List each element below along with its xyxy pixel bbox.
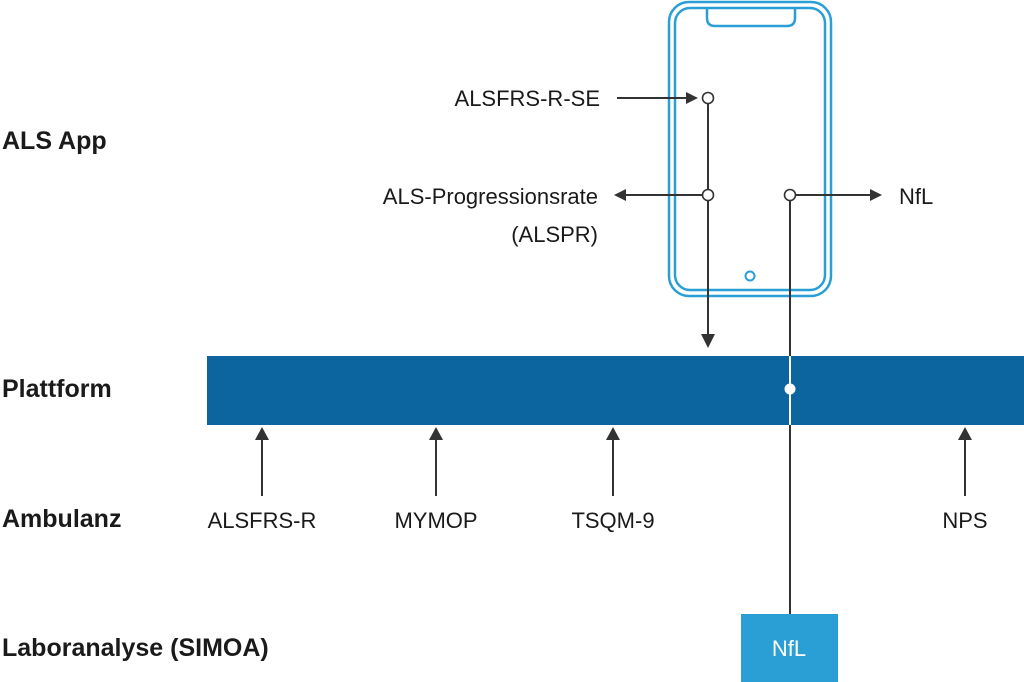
alsfrs-se-arrowhead: [686, 92, 698, 104]
row-label-als-app: ALS App: [2, 127, 107, 155]
alsfrs-se-label: ALSFRS-R-SE: [455, 86, 600, 111]
app-to-platform-arrowhead: [701, 334, 715, 348]
nfl-app-label: NfL: [899, 184, 933, 209]
nfl-app-arrowhead: [870, 189, 882, 201]
ambulanz-arrow-nps: [958, 427, 972, 496]
progression-node: [701, 188, 715, 202]
lab-nfl-box: [741, 614, 838, 682]
ambulanz-label-nps: NPS: [942, 508, 987, 533]
ambulanz-label-mymop: MYMOP: [394, 508, 477, 533]
alsfrs-se-node: [701, 91, 715, 105]
platform-bar: [207, 356, 1024, 425]
progression-arrowhead: [614, 189, 626, 201]
row-label-ambulanz: Ambulanz: [2, 505, 121, 533]
phone-notch: [705, 8, 797, 28]
progression-label-line2: (ALSPR): [511, 222, 598, 247]
ambulanz-arrow-mymop: [429, 427, 443, 496]
nfl-app-node: [783, 188, 797, 202]
ambulanz-label-tsqm: TSQM-9: [571, 508, 654, 533]
lab-nfl-label: NfL: [772, 636, 806, 661]
phone-home-button: [744, 270, 756, 282]
row-label-laboranalyse: Laboranalyse (SIMOA): [2, 634, 269, 662]
platform-nfl-dot: [784, 383, 796, 395]
ambulanz-arrow-tsqm: [606, 427, 620, 496]
phone-icon: [667, 0, 833, 298]
ambulanz-label-alsfrs: ALSFRS-R: [208, 508, 317, 533]
ambulanz-arrow-alsfrs: [255, 427, 269, 496]
progression-label-line1: ALS-Progressionsrate: [383, 184, 598, 209]
row-label-plattform: Plattform: [2, 375, 112, 403]
